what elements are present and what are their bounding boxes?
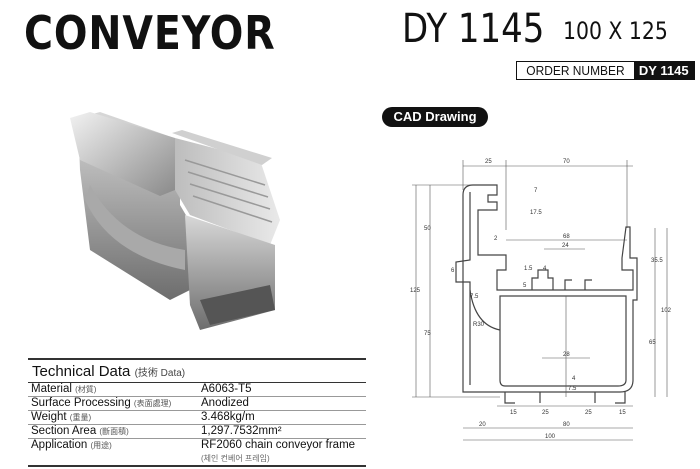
dim-label: R30	[473, 322, 485, 328]
dim-label: 100	[545, 434, 556, 440]
dim-label: 1.5	[524, 266, 533, 272]
table-row: Section Area (斷面積) 1,297.7532mm²	[28, 425, 366, 439]
dim-label: 35.5	[651, 258, 663, 264]
table-row: Material (材質) A6063-T5	[28, 383, 366, 397]
dim-label: 7.5	[470, 294, 479, 300]
row-value: 3.468kg/m	[201, 411, 255, 423]
row-key-sub: (用途)	[90, 441, 112, 450]
row-key: Application	[31, 439, 88, 451]
dim-label: 24	[562, 243, 569, 249]
dim-label: 17.5	[530, 210, 542, 216]
dim-label: 2	[494, 236, 498, 242]
dim-label: 65	[649, 340, 656, 346]
profile-dimensions: 100 X 125	[563, 17, 668, 45]
row-key-sub: (材質)	[75, 385, 97, 394]
row-key: Weight	[31, 411, 67, 423]
dim-label: 102	[661, 308, 672, 314]
dim-label: 70	[563, 159, 570, 165]
table-row: Application (用途) RF2060 chain conveyor fr…	[28, 439, 366, 467]
technical-data-title-sub: (技術 Data)	[134, 368, 186, 379]
row-value: Anodized	[201, 397, 249, 409]
page-title: CONVEYOR	[24, 6, 276, 60]
technical-data-table: Technical Data (技術 Data) Material (材質) A6…	[28, 358, 366, 467]
dim-label: 6	[451, 268, 455, 274]
model-number: DY 1145	[402, 6, 545, 52]
row-key: Section Area	[31, 425, 97, 437]
dim-label: 68	[563, 234, 570, 240]
order-number-label: ORDER NUMBER	[521, 62, 630, 79]
cad-drawing-badge: CAD Drawing	[382, 107, 488, 127]
row-value-sub: (체인 컨베어 프레임)	[201, 454, 270, 463]
row-key: Surface Processing	[31, 397, 131, 409]
dim-label: 125	[410, 288, 421, 294]
dim-label: 50	[424, 226, 431, 232]
table-row: Weight (重量) 3.468kg/m	[28, 411, 366, 425]
technical-data-title: Technical Data	[32, 363, 131, 380]
order-number-box: ORDER NUMBER DY 1145	[516, 61, 695, 80]
dim-label: 7	[534, 188, 538, 194]
profile-3d-image	[70, 112, 280, 330]
row-key: Material	[31, 383, 72, 395]
technical-data-header: Technical Data (技術 Data)	[28, 358, 366, 383]
dim-label: 28	[563, 352, 570, 358]
dim-label: 20	[479, 422, 486, 428]
row-value: 1,297.7532mm²	[201, 425, 282, 437]
dim-label: 7.5	[568, 386, 577, 392]
row-value: A6063-T5	[201, 383, 252, 395]
dim-label: 75	[424, 331, 431, 337]
row-key-sub: (表面處理)	[133, 399, 172, 408]
dim-label: 25	[585, 410, 592, 416]
dim-label: 25	[542, 410, 549, 416]
dim-label: 25	[485, 159, 492, 165]
dim-label: 15	[619, 410, 626, 416]
dim-label: 4	[543, 266, 547, 272]
dim-label: 15	[510, 410, 517, 416]
dim-label: 4	[572, 376, 576, 382]
row-value: RF2060 chain conveyor frame	[201, 439, 356, 451]
row-key-sub: (斷面積)	[99, 427, 129, 436]
table-row: Surface Processing (表面處理) Anodized	[28, 397, 366, 411]
dim-label: 5	[523, 283, 527, 289]
profile-outline	[455, 184, 638, 404]
order-number-value: DY 1145	[633, 62, 694, 79]
dim-label: 80	[563, 422, 570, 428]
row-key-sub: (重量)	[69, 413, 92, 422]
